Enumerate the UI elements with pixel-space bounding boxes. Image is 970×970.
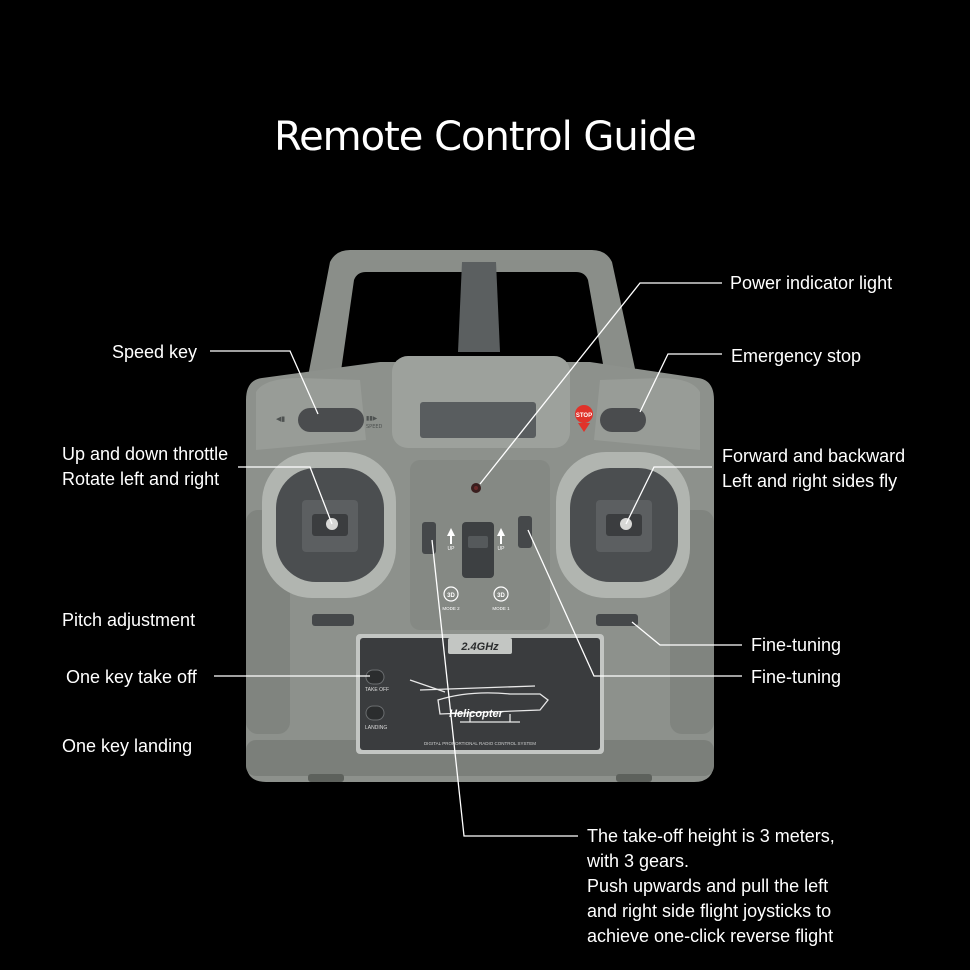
up-arrow-right-icon <box>497 528 505 544</box>
speed-left-marker: ◀▮ <box>276 415 285 423</box>
takeoff-button-label: TAKE OFF <box>365 687 389 693</box>
emergency-stop-button[interactable] <box>600 408 646 432</box>
leader-note <box>431 539 578 837</box>
mode1-label: MODE 1 <box>492 606 510 611</box>
label-fine-tuning-2: Fine-tuning <box>751 667 842 687</box>
leader-lines <box>210 282 742 837</box>
speed-sub-label: SPEED <box>366 424 383 430</box>
helicopter-icon <box>409 679 549 723</box>
mode1-icon <box>493 586 509 602</box>
label-takeoff: One key take off <box>66 667 197 687</box>
label-forward-line2: Left and right sides fly <box>722 471 898 491</box>
pitch-trim-left[interactable] <box>312 614 354 626</box>
label-throttle-line2: Rotate left and right <box>62 469 220 489</box>
stop-arrow-icon <box>578 423 590 432</box>
system-label: DIGITAL PROPORTIONAL RADIO CONTROL SYSTE… <box>424 741 536 746</box>
label-speed-key: Speed key <box>112 342 198 362</box>
center-throttle-slot <box>462 522 494 578</box>
takeoff-button[interactable] <box>365 669 385 685</box>
label-forward-line1: Forward and backward <box>722 446 906 466</box>
note-line-1: The take-off height is 3 meters, <box>587 826 835 846</box>
mode2-label: MODE 2 <box>442 606 460 611</box>
note-line-5: achieve one-click reverse flight <box>587 926 834 946</box>
trim-right-vertical[interactable] <box>518 516 532 548</box>
leader-speed <box>210 350 319 415</box>
leader-emergency <box>639 353 722 413</box>
mode2-icon <box>443 586 459 602</box>
note-line-4: and right side flight joysticks to <box>587 901 832 921</box>
landing-button-label: LANDING <box>365 725 387 731</box>
brand-logo: Helicopter <box>449 708 504 720</box>
lcd-window <box>420 402 536 438</box>
landing-button[interactable] <box>365 705 385 721</box>
antenna <box>458 262 500 352</box>
mode1-badge: 3D <box>497 593 505 599</box>
label-emergency-stop: Emergency stop <box>731 346 862 366</box>
label-fine-tuning-1: Fine-tuning <box>751 635 842 655</box>
stop-text: STOP <box>576 413 592 419</box>
leader-fine-2 <box>527 529 742 677</box>
leader-throttle <box>238 466 333 525</box>
freq-tab <box>448 638 512 654</box>
page-title: Remote Control Guide <box>274 114 697 160</box>
label-landing: One key landing <box>62 736 193 756</box>
leader-power <box>479 282 722 485</box>
up-label-left: UP <box>448 546 456 552</box>
trim-left-vertical[interactable] <box>422 522 436 554</box>
leader-fine-1 <box>631 621 742 646</box>
label-throttle-line1: Up and down throttle <box>62 444 229 464</box>
mode2-badge: 3D <box>447 593 455 599</box>
label-power-indicator: Power indicator light <box>730 273 893 293</box>
freq-label: 2.4GHz <box>460 641 499 653</box>
up-label-right: UP <box>498 546 506 552</box>
speed-right-marker: ▮▮▶ <box>366 415 378 422</box>
note-line-3: Push upwards and pull the left <box>587 876 829 896</box>
up-arrow-left-icon <box>447 528 455 544</box>
speed-key-switch[interactable] <box>298 408 364 432</box>
fine-tune-trim-right[interactable] <box>596 614 638 626</box>
leader-forward <box>625 466 712 525</box>
label-pitch-adjustment: Pitch adjustment <box>62 610 196 630</box>
stop-badge <box>575 405 593 423</box>
note-line-2: with 3 gears. <box>587 851 690 871</box>
